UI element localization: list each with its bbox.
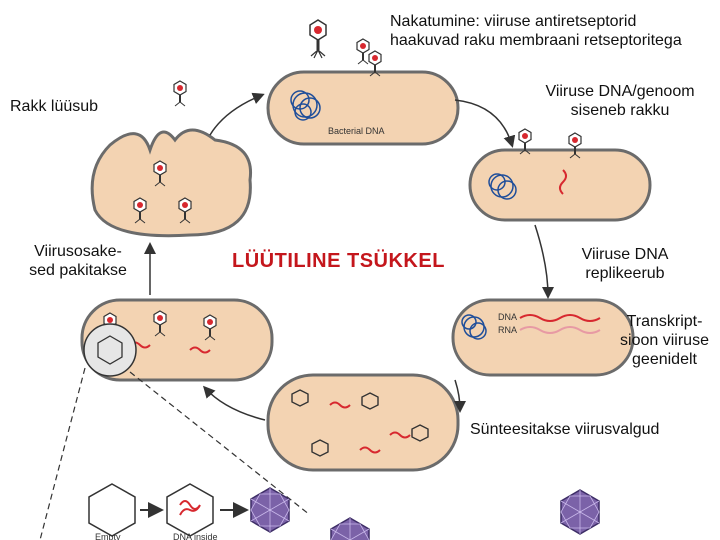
viral-dna-icon [519,314,601,322]
dna-label: DNA [498,312,517,322]
empty-capsid-icon [88,483,136,537]
capsid-parts-icon [291,389,429,457]
assembled-capsid-icon [560,489,600,535]
viral-dna-icon [329,401,411,454]
empty-label: Empty [95,532,121,540]
magnifier-circle [83,323,137,377]
viral-dna-icon [559,169,567,195]
assembled-capsid-icon [330,517,370,540]
bacterial-dna-icon [488,173,517,200]
phage-icon [356,38,370,65]
transcription-label: Transkript- sioon viiruse geenidelt [620,313,709,368]
cell-attachment: Bacterial DNA [266,19,460,146]
replication-label: Viiruse DNA replikeerub [581,246,669,282]
cycle-title: LÜÜTILINE TSÜKKEL [232,250,445,272]
cycle-arrows [144,92,554,421]
cell-assembly [80,298,274,382]
genome-entry-label: Viiruse DNA/genoom siseneb rakku [545,83,695,119]
cell-lysis [90,80,253,238]
bacterial-dna-label: Bacterial DNA [328,126,385,136]
phage-icon [173,80,187,107]
dna-inside-label: DNA inside [173,532,218,540]
packaging-label: Viirusosake- sed pakitakse [29,243,127,279]
bacterial-dna-icon [461,314,487,340]
rna-icon [519,326,601,334]
assembled-capsid-icon [250,487,290,533]
rna-label: RNA [498,325,517,335]
cell-genome-entry [468,128,652,222]
lysis-label: Rakk lüüsub [10,98,99,115]
cell-protein-synthesis [266,373,460,472]
synthesis-label: Sünteesitakse viirusvalgud [470,421,660,438]
cell-transcription: DNA RNA [451,298,635,377]
phage-icon [309,19,327,59]
assembly-inset: Empty DNA inside [39,367,600,540]
attachment-label: Nakatumine: viiruse antiretseptorid haak… [390,13,682,49]
bacterial-dna-icon [290,90,321,121]
